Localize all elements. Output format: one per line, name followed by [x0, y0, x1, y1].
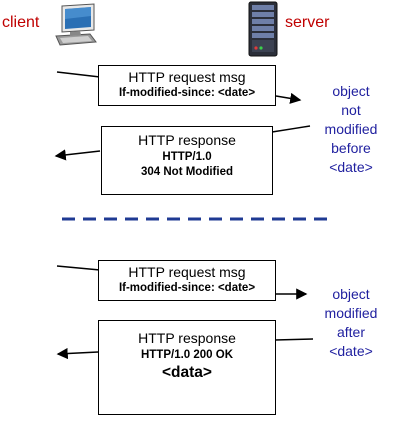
- response-box-modified: HTTP response HTTP/1.0 200 OK <data>: [98, 320, 276, 415]
- note-line: modified: [324, 305, 378, 321]
- response-title: HTTP response: [138, 330, 236, 346]
- request-box-modified: HTTP request msg If-modified-since: <dat…: [98, 260, 276, 301]
- response-title: HTTP response: [138, 132, 236, 148]
- response-line-from-server: [271, 125, 311, 133]
- response-box-not-modified: HTTP response HTTP/1.0 304 Not Modified: [101, 126, 273, 195]
- request-box-not-modified: HTTP request msg If-modified-since: <dat…: [98, 65, 276, 106]
- request-title: HTTP request msg: [128, 69, 246, 85]
- response-status-line1: HTTP/1.0: [162, 151, 212, 163]
- request-header: If-modified-since: <date>: [118, 87, 256, 99]
- note-line: before: [331, 140, 371, 156]
- server-tower-icon: [248, 1, 278, 57]
- client-label: client: [2, 14, 40, 31]
- response-arrow-to-client-2: [56, 347, 99, 360]
- note-line: after: [336, 324, 365, 340]
- note-line: object: [332, 83, 370, 99]
- request-line-incoming: [56, 71, 101, 78]
- note-modified: object modified after <date>: [308, 285, 394, 361]
- note-line: object: [332, 286, 370, 302]
- request-arrow-to-server: [275, 92, 302, 104]
- response-body: <data>: [162, 364, 212, 381]
- request-title: HTTP request msg: [128, 264, 246, 280]
- note-line: not: [341, 102, 361, 118]
- note-not-modified: object not modified before <date>: [308, 82, 394, 177]
- response-status-line2: 304 Not Modified: [140, 166, 233, 178]
- note-line: <date>: [329, 159, 373, 175]
- response-arrow-to-client: [54, 149, 101, 161]
- request-header: If-modified-since: <date>: [118, 282, 256, 294]
- request-line-incoming-2: [56, 265, 101, 271]
- note-line: <date>: [329, 343, 373, 359]
- note-line: modified: [324, 121, 378, 137]
- server-label: server: [285, 14, 330, 31]
- response-status-line: HTTP/1.0 200 OK: [140, 349, 234, 361]
- desktop-computer-icon: [55, 3, 97, 46]
- response-line-from-server-2: [274, 338, 314, 341]
